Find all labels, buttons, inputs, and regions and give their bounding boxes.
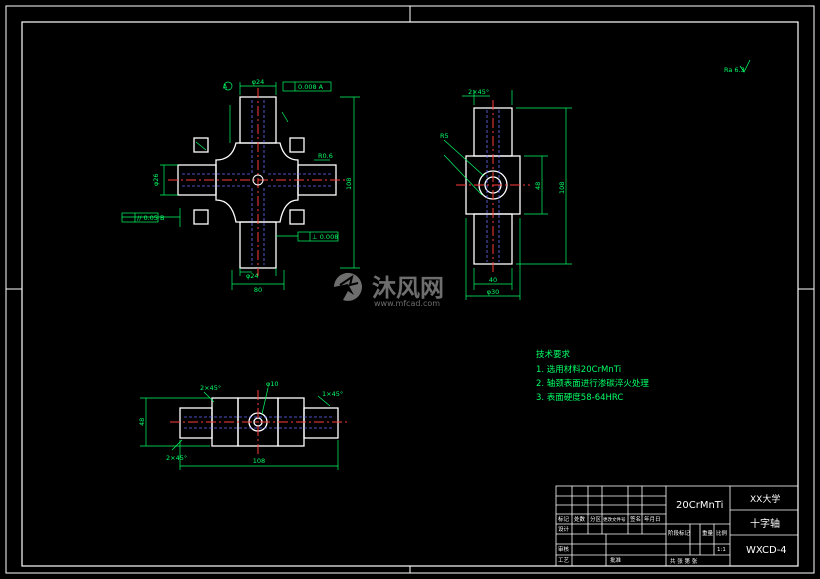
front-view: A φ24 0.008 A // 0.05 B φ26 R0.6 108 ⊥ 0… (121, 78, 360, 294)
tb-role-label: 批准 (610, 556, 622, 564)
datum-a-label: A (223, 83, 228, 91)
tb-row-label: 处数 (574, 515, 586, 523)
watermark-logo-text: 沐风网 (372, 274, 444, 302)
side-inner-dim: 48 (534, 182, 542, 190)
bottom-view: 2×45° φ10 1×45° 48 108 2×45° (138, 380, 348, 470)
tb-role-label: 审核 (558, 545, 570, 553)
tech-req-title: 技术要求 (536, 349, 571, 360)
side-view: 2×45° R5 48 108 40 φ30 (440, 88, 572, 300)
front-bottom-tolerance: ⊥ 0.008 (312, 233, 338, 241)
tb-row-label: 年月日 (644, 515, 661, 523)
front-left-dim: φ26 (152, 173, 160, 186)
front-right-radius: R0.6 (318, 152, 333, 160)
tb-weight-label: 重量 (702, 529, 714, 537)
watermark-logo-icon (333, 272, 362, 301)
side-width-dim: 40 (489, 276, 497, 284)
watermark-url: www.mfcad.com (374, 299, 440, 308)
tb-drawing-number: WXCD-4 (746, 545, 787, 556)
side-radius: R5 (440, 132, 449, 140)
surface-finish-symbol: Ra 6.3 (724, 59, 751, 74)
tb-scale-value: 1:1 (717, 547, 726, 553)
tech-req-item: 3. 表面硬度58-64HRC (536, 392, 623, 403)
side-height-dim: 108 (558, 182, 566, 194)
tb-role-label: 工艺 (558, 557, 570, 564)
front-top-tolerance: 0.008 A (298, 83, 324, 91)
bottom-left-small: 2×45° (166, 454, 187, 462)
tb-stage-label: 阶段标记 (668, 529, 691, 537)
surface-finish-label: Ra 6.3 (724, 66, 745, 74)
bottom-total-dim: 108 (253, 457, 265, 465)
front-bottom-total: 80 (254, 286, 262, 294)
front-bottom-width: φ24 (246, 272, 259, 280)
tb-material: 20CrMnTi (676, 500, 723, 511)
front-height-dim: 108 (345, 178, 353, 190)
side-top-chamfer: 2×45° (468, 88, 489, 96)
tb-scale-label: 比例 (716, 529, 728, 537)
watermark: 沐风网 www.mfcad.com (333, 272, 444, 308)
tb-part-name: 十字轴 (750, 517, 780, 530)
tb-sheet-label: 共 张 第 张 (670, 557, 698, 565)
tb-row-label: 签名 (630, 515, 641, 523)
front-top-width-dim: φ24 (252, 78, 265, 86)
bottom-hole-dim: φ10 (266, 380, 279, 388)
tb-row-label: 标记 (558, 515, 570, 523)
title-block: 标记 处数 分区 更改文件号 签名 年月日 设计 审核 工艺 批准 阶段标记 重… (555, 485, 799, 567)
front-left-tolerance: // 0.05 B (137, 214, 164, 222)
drawing-frame (5, 5, 815, 574)
tb-school: XX大学 (750, 493, 780, 505)
tb-row-label: 更改文件号 (603, 516, 626, 523)
tech-req-item: 2. 轴颈表面进行渗碳淬火处理 (536, 378, 649, 389)
bottom-right-chamfer: 1×45° (322, 390, 343, 398)
technical-requirements: 技术要求 1. 选用材料20CrMnTi 2. 轴颈表面进行渗碳淬火处理 3. … (536, 349, 649, 403)
tb-role-label: 设计 (558, 525, 570, 533)
side-bottom-dim: φ30 (487, 288, 500, 296)
bottom-height-dim: 48 (138, 418, 146, 426)
tech-req-item: 1. 选用材料20CrMnTi (536, 364, 621, 375)
bottom-left-chamfer: 2×45° (200, 384, 221, 392)
tb-row-label: 分区 (590, 515, 602, 523)
